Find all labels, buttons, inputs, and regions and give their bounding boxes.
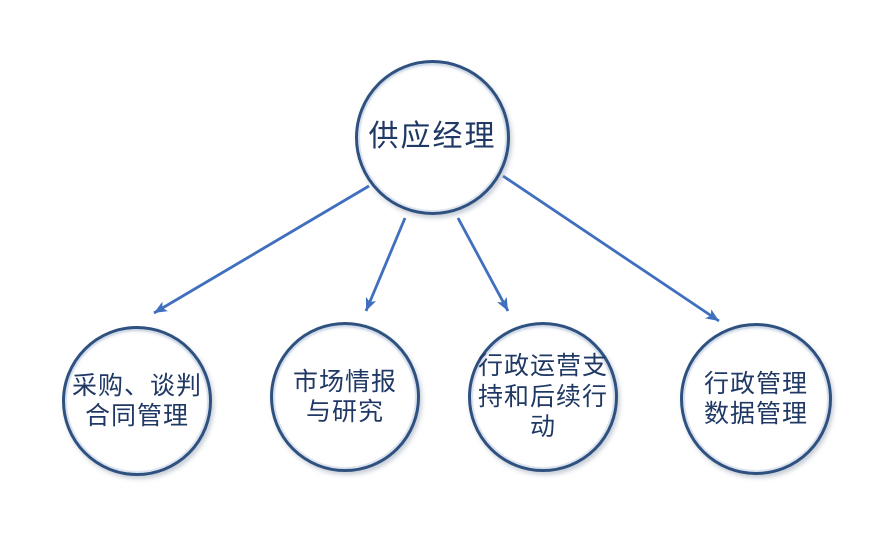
node-procurement-negotiation-contracts-label: 采购、谈判 合同管理: [71, 370, 202, 431]
node-admin-operations-support-followup: 行政运营支 持和后续行 动: [468, 322, 618, 472]
node-procurement-negotiation-contracts: 采购、谈判 合同管理: [62, 326, 212, 476]
node-admin-operations-support-followup-label: 行政运营支 持和后续行 动: [477, 351, 608, 442]
arrow-root-to-child-3: [456, 217, 510, 312]
arrow-root-to-child-2: [364, 217, 407, 312]
arrow-root-to-child-1: [153, 184, 370, 315]
node-admin-data-management: 行政管理 数据管理: [680, 323, 832, 475]
arrow-root-to-child-4: [502, 174, 720, 323]
node-market-intelligence-research: 市场情报 与研究: [270, 322, 420, 472]
node-supply-manager-label: 供应经理: [368, 119, 497, 155]
node-supply-manager: 供应经理: [355, 60, 510, 215]
node-admin-data-management-label: 行政管理 数据管理: [703, 368, 808, 429]
node-market-intelligence-research-label: 市场情报 与研究: [292, 366, 397, 427]
